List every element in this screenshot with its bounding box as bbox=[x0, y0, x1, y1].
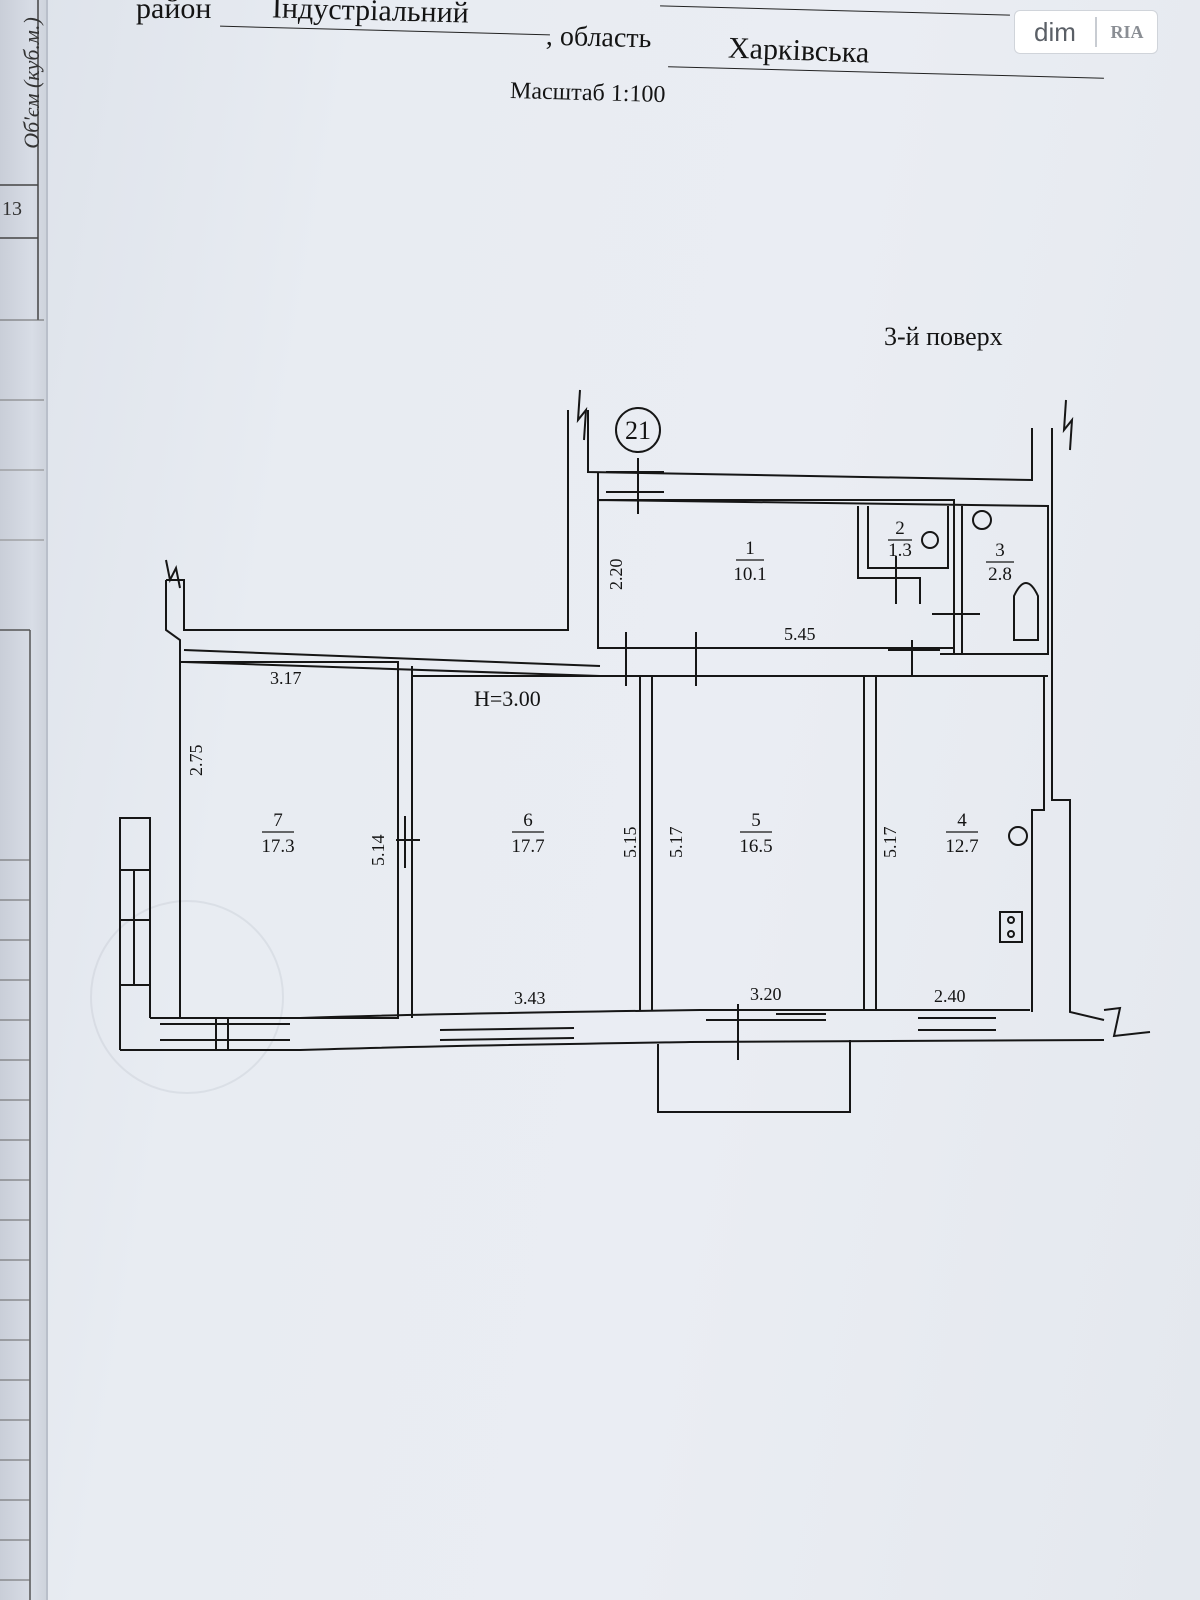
break-left bbox=[165, 559, 181, 589]
room-1-area: 10.1 bbox=[733, 564, 766, 585]
building-number: 21 bbox=[625, 416, 651, 445]
room-4-right bbox=[1031, 676, 1045, 1012]
room-7-area: 17.3 bbox=[261, 836, 294, 857]
washbasin-fixture bbox=[972, 510, 992, 530]
dim-room7-upper: 2.75 bbox=[186, 745, 206, 777]
outer-wall bbox=[119, 410, 1105, 1050]
dim-room4-depth: 5.17 bbox=[880, 827, 900, 859]
wall-5-4 bbox=[863, 676, 877, 1010]
dim-room1-height: 2.20 bbox=[606, 559, 626, 591]
watermark-dim: dim bbox=[1015, 17, 1097, 47]
dim-room5-width: 3.20 bbox=[750, 984, 782, 1004]
room-7-number: 7 bbox=[273, 810, 283, 831]
facade-wall-inner bbox=[150, 1009, 1030, 1019]
room-3-area: 2.8 bbox=[988, 564, 1012, 585]
dim-room5-depth: 5.17 bbox=[666, 827, 686, 859]
watermark-ria: RIA bbox=[1110, 21, 1144, 42]
faded-stamp bbox=[90, 900, 284, 1094]
door-2 bbox=[895, 556, 980, 615]
balcony bbox=[657, 1040, 851, 1113]
room-5-area: 16.5 bbox=[739, 836, 772, 857]
bathtub-fixture bbox=[1013, 582, 1039, 641]
floor-label: 3-й поверх bbox=[884, 322, 1003, 351]
door-7-6 bbox=[396, 816, 420, 868]
facade-wall bbox=[120, 1039, 1105, 1051]
window-top bbox=[606, 471, 664, 493]
dim-room6-width: 3.43 bbox=[514, 988, 546, 1008]
dim-room7-depth: 5.14 bbox=[368, 835, 388, 867]
room-2-number: 2 bbox=[895, 518, 905, 539]
room-3-outline bbox=[953, 506, 963, 654]
wall-7-6 bbox=[397, 666, 413, 1018]
room-4-number: 4 bbox=[957, 810, 967, 831]
room-2-outline bbox=[857, 506, 949, 604]
dim-room6-depth: 5.15 bbox=[620, 827, 640, 859]
room-2-area: 1.3 bbox=[888, 540, 912, 561]
break-right bbox=[1062, 399, 1074, 451]
room-4-area: 12.7 bbox=[945, 836, 978, 857]
window-room-4 bbox=[918, 1017, 996, 1031]
dimria-watermark: dim RIA bbox=[1014, 10, 1158, 54]
break-top bbox=[576, 389, 588, 441]
dim-room1-width: 5.45 bbox=[784, 624, 816, 644]
door-4 bbox=[888, 640, 940, 676]
room-3-number: 3 bbox=[995, 540, 1005, 561]
binding-strip bbox=[0, 0, 48, 1600]
window-room-5 bbox=[706, 1013, 826, 1021]
building-number-circle bbox=[615, 407, 661, 453]
binding-ruling bbox=[0, 0, 44, 1600]
binding-number: 13 bbox=[2, 198, 22, 220]
room-1-number: 1 bbox=[745, 538, 755, 559]
room-6-number: 6 bbox=[523, 810, 533, 831]
stove-fixture bbox=[999, 911, 1023, 943]
wall-6-5 bbox=[639, 676, 653, 1010]
window-room-6 bbox=[439, 1027, 575, 1041]
dim-room7-width: 3.17 bbox=[270, 668, 302, 688]
room-5-number: 5 bbox=[751, 810, 761, 831]
left-bay bbox=[119, 818, 151, 1050]
sink-fixture-room4 bbox=[1008, 826, 1028, 846]
toilet-fixture bbox=[921, 531, 939, 549]
room-6-area: 17.7 bbox=[511, 836, 544, 857]
window-room-7 bbox=[160, 1018, 290, 1050]
door-corridor-1 bbox=[625, 632, 697, 686]
break-bottom bbox=[1103, 1006, 1151, 1038]
dim-room4-width: 2.40 bbox=[934, 986, 966, 1006]
ceiling-height: H=3.00 bbox=[474, 686, 541, 711]
district-label: район bbox=[136, 0, 212, 25]
